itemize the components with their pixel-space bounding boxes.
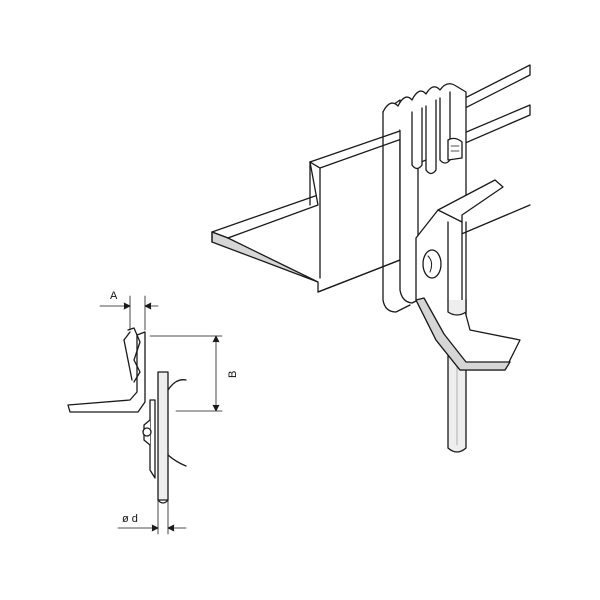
dimension-d: ø d xyxy=(117,499,187,535)
dimension-a: A xyxy=(99,290,159,331)
rod-bracket xyxy=(415,179,521,371)
side-angle-profile xyxy=(67,331,146,413)
spring-clip xyxy=(382,83,467,313)
side-rod xyxy=(157,371,169,504)
angle-beam xyxy=(211,64,531,293)
side-bracket-profile xyxy=(142,379,187,479)
side-view: A B ø d xyxy=(67,290,239,535)
side-clip-profile xyxy=(123,327,141,383)
dimension-d-label: ø d xyxy=(122,513,138,525)
dimension-a-label: A xyxy=(110,290,118,302)
dimension-b: B xyxy=(149,335,239,412)
isometric-view xyxy=(211,64,531,453)
dimension-b-label: B xyxy=(227,371,239,378)
